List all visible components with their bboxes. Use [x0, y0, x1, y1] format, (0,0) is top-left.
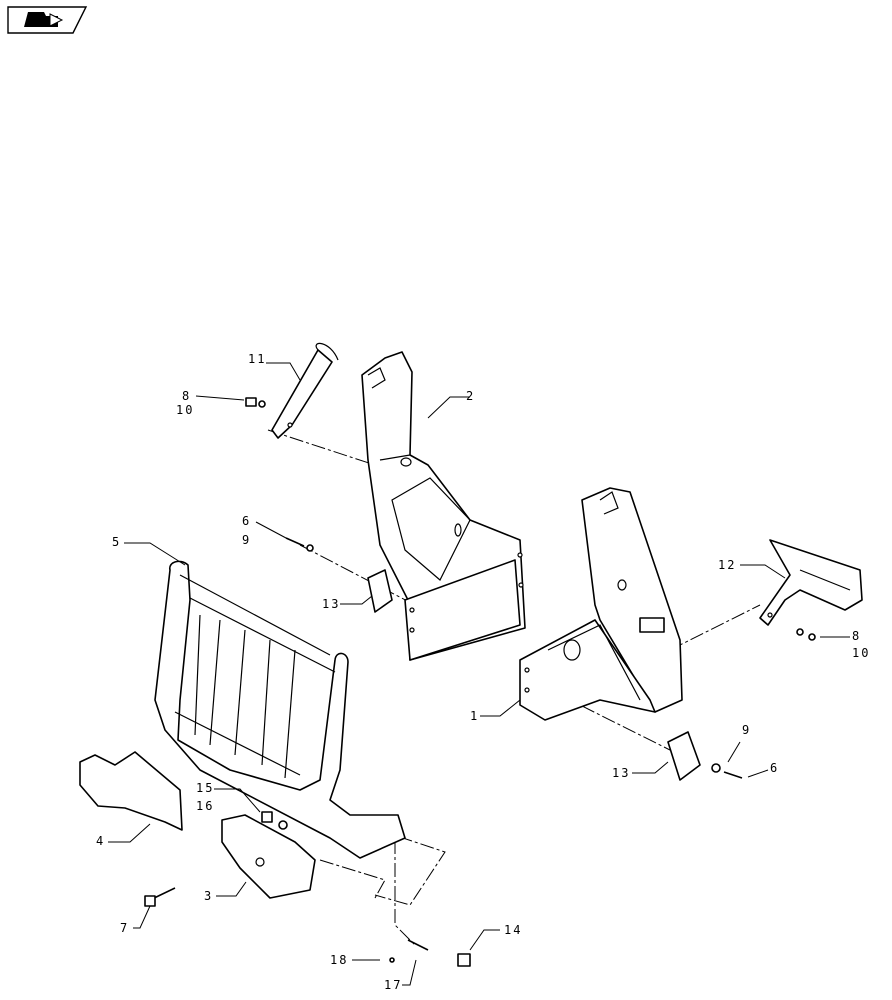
part-5-front-guard	[154, 560, 406, 859]
fastener-14	[457, 953, 471, 967]
fastener-8-10-left	[245, 397, 266, 408]
book-navigation-icon[interactable]	[7, 6, 88, 34]
part-1-right-support	[519, 487, 683, 721]
callout-18: 18	[330, 953, 348, 967]
callout-8-right: 8	[852, 629, 861, 643]
callout-17: 17	[384, 978, 402, 992]
part-12-bracket	[759, 539, 863, 626]
callout-6-left: 6	[242, 514, 251, 528]
callout-labels: 11 8 10 2 6 9 5 13 12 8 10 1 13 9 6 15 1…	[96, 352, 870, 992]
callout-9-left: 9	[242, 533, 251, 547]
fastener-7	[144, 887, 176, 907]
callout-13-right: 13	[612, 766, 630, 780]
part-2-left-support	[361, 351, 526, 661]
callout-11: 11	[248, 352, 266, 366]
callout-9-right: 9	[742, 723, 751, 737]
leader-lines	[108, 362, 850, 986]
callout-2: 2	[466, 389, 475, 403]
part-4-mount-plate	[79, 751, 183, 831]
callout-10-right: 10	[852, 646, 870, 660]
callout-16: 16	[196, 799, 214, 813]
callout-4: 4	[96, 834, 105, 848]
callout-10-left: 10	[176, 403, 194, 417]
part-3-mount-plate	[221, 814, 316, 899]
callout-8-left: 8	[182, 389, 191, 403]
callout-1: 1	[470, 709, 479, 723]
callout-12: 12	[718, 558, 736, 572]
fastener-17-18	[389, 939, 429, 963]
fastener-15-16	[261, 811, 288, 830]
fastener-9-6-right	[711, 763, 743, 779]
callout-15: 15	[196, 781, 214, 795]
part-11-bracket	[271, 342, 339, 439]
fastener-6-9-left	[285, 537, 314, 552]
callout-5: 5	[112, 535, 121, 549]
callout-6-right: 6	[770, 761, 779, 775]
fastener-8-10-right	[796, 628, 816, 641]
callout-14: 14	[504, 923, 522, 937]
part-13-pad-left	[367, 569, 393, 613]
callout-7: 7	[120, 921, 129, 935]
part-13-pad-right	[667, 731, 701, 781]
callout-13-left: 13	[322, 597, 340, 611]
callout-3: 3	[204, 889, 213, 903]
